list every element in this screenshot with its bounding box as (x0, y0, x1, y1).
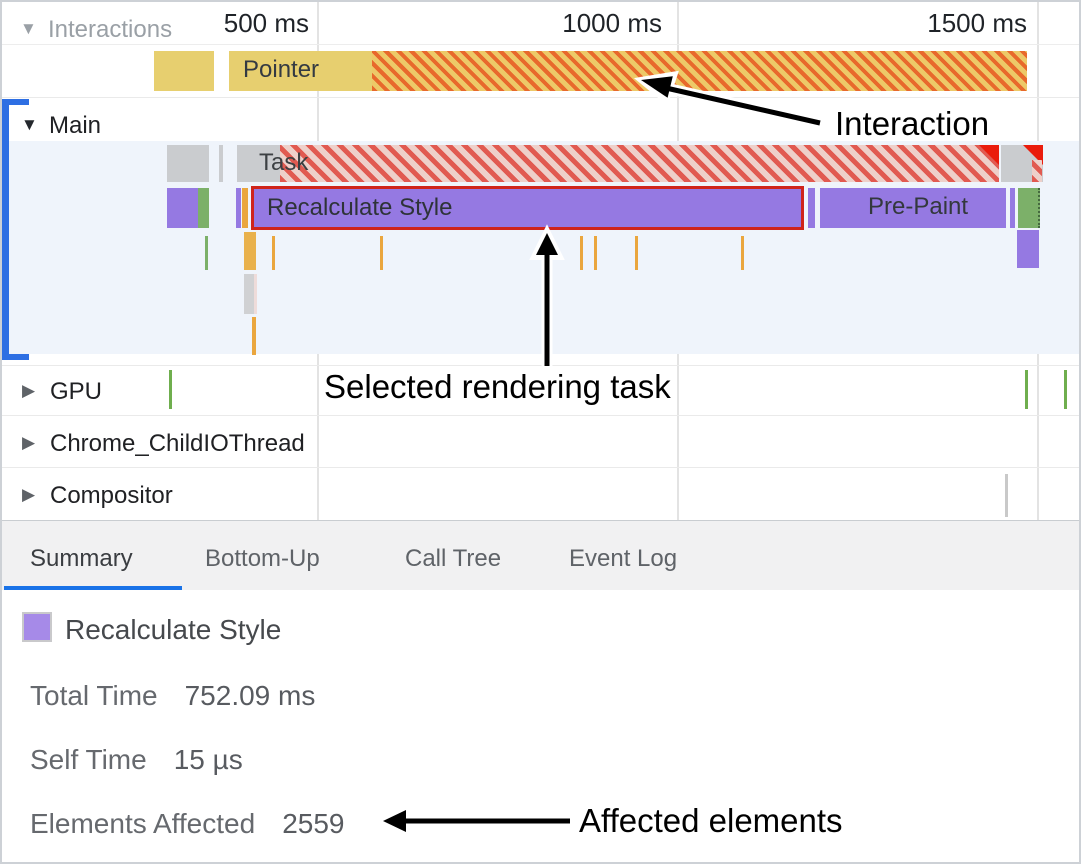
track-separator (2, 415, 1079, 416)
gpu-expand-icon[interactable]: ▶ (22, 381, 36, 400)
bottom-panel-tabbar (2, 520, 1079, 590)
pointer-bar-label: Pointer (243, 56, 320, 83)
summary-row-elements-affected: Elements Affected 2559 (30, 808, 344, 840)
summary-row-value: 15 µs (173, 744, 243, 775)
function-call-bar[interactable] (244, 232, 256, 270)
layout-bar[interactable] (1017, 230, 1039, 268)
annotation-interaction: Interaction (835, 105, 990, 142)
compositor-track-label[interactable]: Compositor (50, 482, 173, 509)
annotation-selected-task: Selected rendering task (324, 368, 671, 405)
selected-track-bracket-top (2, 99, 29, 105)
selected-track-bracket (2, 99, 9, 360)
summary-row-label: Total Time (30, 680, 158, 711)
summary-row-label: Elements Affected (30, 808, 256, 839)
gpu-activity-tick[interactable] (1025, 370, 1028, 409)
event-color-swatch (22, 612, 52, 642)
main-track-label[interactable]: Main (49, 112, 102, 139)
script-tick[interactable] (272, 236, 275, 270)
recalculate-style-bar[interactable] (236, 188, 241, 228)
selected-bar-label: Recalculate Style (267, 194, 453, 221)
nested-task-edge (254, 274, 257, 314)
style-bar[interactable] (1010, 188, 1015, 228)
script-tick[interactable] (741, 236, 744, 270)
active-tab-indicator (4, 586, 182, 590)
io-thread-expand-icon[interactable]: ▶ (22, 433, 36, 452)
tab-bottom-up[interactable]: Bottom-Up (205, 545, 320, 572)
tab-call-tree[interactable]: Call Tree (405, 545, 502, 572)
main-collapse-icon[interactable]: ▼ (21, 115, 38, 134)
summary-row-self-time: Self Time 15 µs (30, 744, 243, 776)
gpu-track-label[interactable]: GPU (50, 378, 103, 405)
pre-paint-bar-label: Pre-Paint (868, 193, 969, 220)
tab-event-log[interactable]: Event Log (569, 545, 678, 572)
gpu-activity-tick[interactable] (1064, 370, 1067, 409)
paint-tick[interactable] (205, 236, 208, 270)
pointer-interaction-bar[interactable]: Pointer (229, 51, 1027, 91)
track-separator (2, 365, 1079, 366)
interactions-collapse-icon[interactable]: ▼ (20, 19, 37, 38)
script-tick[interactable] (580, 236, 583, 270)
task-bar[interactable] (167, 145, 209, 182)
selected-recalculate-style-bar[interactable]: Recalculate Style (251, 186, 804, 230)
nested-task-bar[interactable] (244, 274, 254, 314)
ruler-divider (2, 44, 1079, 45)
ruler-tick-500ms: 500 ms (223, 8, 309, 38)
ruler-tick-1500ms: 1500 ms (927, 8, 1027, 38)
track-separator (2, 97, 1079, 98)
pointer-pending-stripes (372, 51, 1027, 91)
tab-summary[interactable]: Summary (30, 545, 133, 572)
interactions-track-label[interactable]: Interactions (48, 16, 173, 43)
summary-row-value: 752.09 ms (184, 680, 316, 711)
summary-row-label: Self Time (30, 744, 147, 775)
task-bar-label: Task (259, 149, 309, 176)
style-bar[interactable] (808, 188, 815, 228)
interaction-event-bar[interactable] (154, 51, 214, 91)
script-tick[interactable] (635, 236, 638, 270)
summary-row-total-time: Total Time 752.09 ms (30, 680, 315, 712)
paint-bar[interactable] (198, 188, 209, 228)
track-separator (2, 467, 1079, 468)
script-tick[interactable] (380, 236, 383, 270)
script-tick[interactable] (594, 236, 597, 270)
script-tick[interactable] (252, 317, 256, 355)
annotation-affected-elements: Affected elements (579, 802, 843, 839)
compositor-expand-icon[interactable]: ▶ (22, 485, 36, 504)
compositor-activity-tick[interactable] (1005, 474, 1008, 517)
summary-event-title: Recalculate Style (65, 614, 282, 645)
long-task-hatch (280, 145, 999, 182)
summary-row-value: 2559 (282, 808, 345, 839)
paint-bar[interactable] (1018, 188, 1040, 228)
long-task-bar[interactable]: Task (237, 145, 999, 182)
task-bar[interactable] (219, 145, 223, 182)
io-thread-track-label[interactable]: Chrome_ChildIOThread (50, 430, 305, 457)
script-bar[interactable] (242, 188, 248, 228)
long-task-hatch-fragment (1032, 160, 1042, 182)
recalculate-style-bar[interactable] (167, 188, 198, 228)
pre-paint-bar[interactable]: Pre-Paint (820, 188, 1006, 228)
gpu-activity-tick[interactable] (169, 370, 172, 409)
ruler-tick-1000ms: 1000 ms (562, 8, 662, 38)
selected-track-bracket-bottom (2, 354, 29, 360)
